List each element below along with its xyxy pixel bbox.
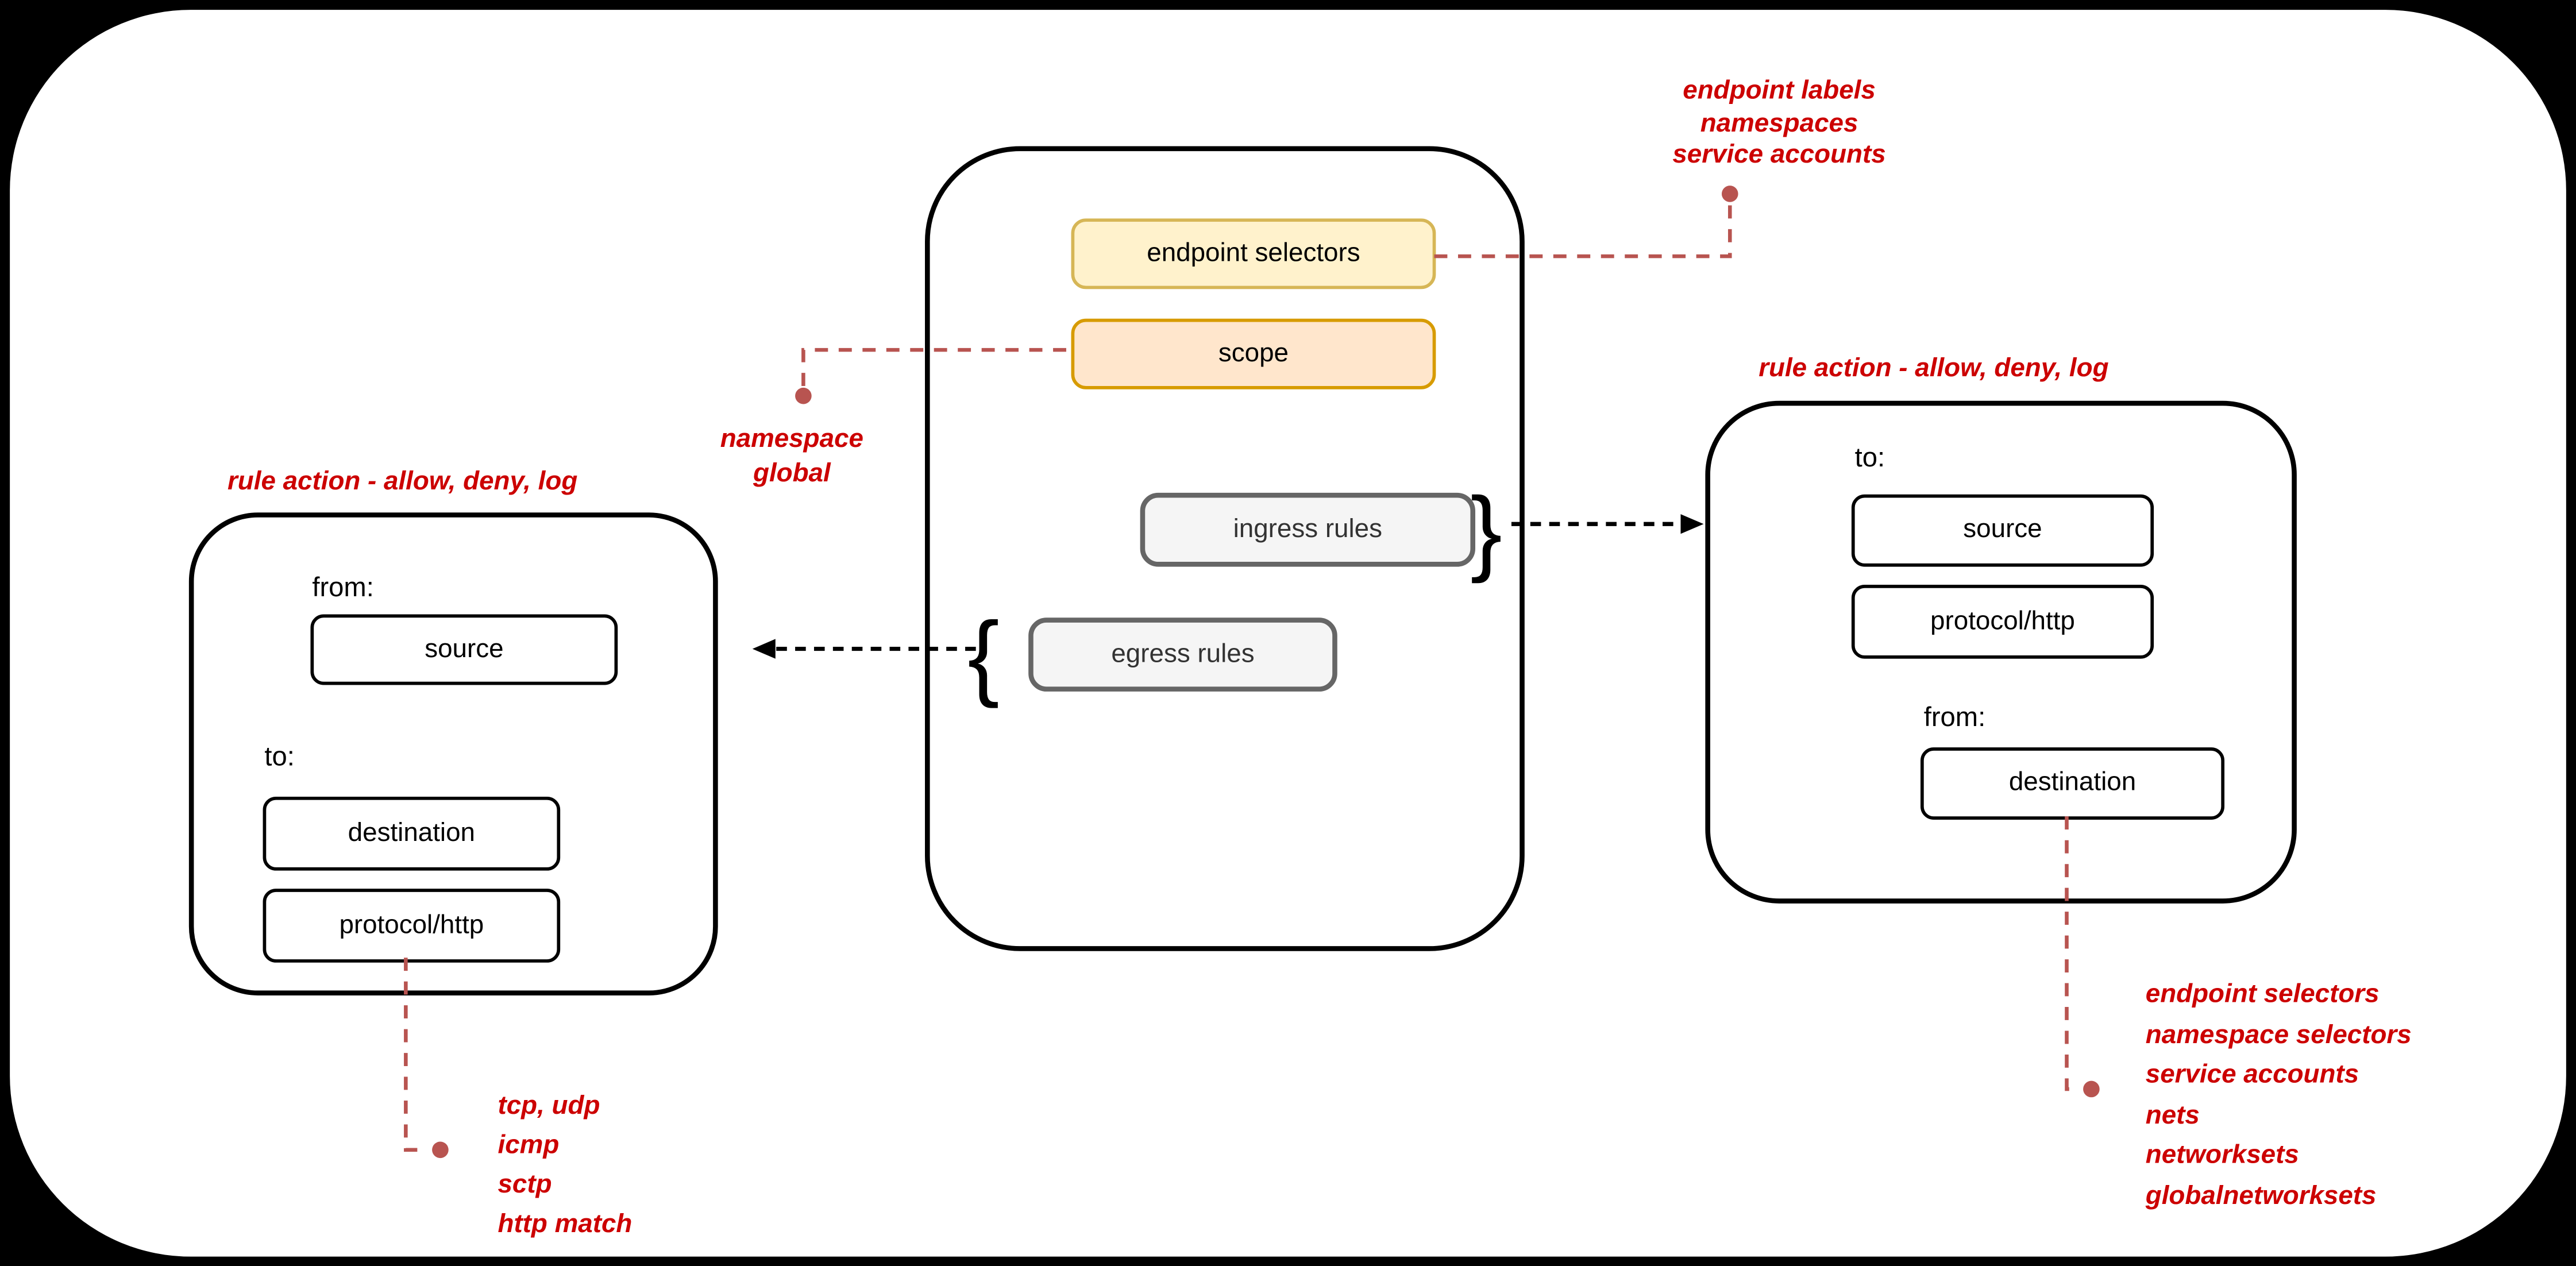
ingress-protocol-box: protocol/http: [1851, 585, 2154, 659]
endpoint-selectors-connector-dot: [1721, 186, 1738, 202]
ingress-source-label: source: [1963, 515, 2042, 544]
scope-connector-dot: [795, 387, 812, 404]
endpoint-selectors-box: endpoint selectors: [1071, 218, 1436, 290]
ingress-destination-label: destination: [2008, 769, 2137, 797]
note-line: global: [753, 459, 831, 487]
ingress-to-label: to:: [1854, 443, 1885, 473]
note-line: namespaces: [1700, 109, 1858, 137]
egress-arrowhead: [752, 639, 776, 659]
ingress-rule-detail-box: to: source protocol/http from: destinati…: [1705, 400, 2297, 904]
egress-to-label: to:: [264, 742, 295, 773]
egress-source-label: source: [425, 635, 504, 663]
note-line: networksets: [2145, 1141, 2299, 1170]
egress-from-label: from:: [312, 573, 374, 603]
note-line: endpoint labels: [1683, 77, 1876, 106]
egress-destination-box: destination: [263, 796, 561, 871]
ingress-close-brace: }: [1470, 478, 1502, 585]
destination-note: endpoint selectors namespace selectors s…: [2146, 976, 2412, 1217]
egress-protocol-label: protocol/http: [339, 910, 484, 939]
note-line: service accounts: [2145, 1061, 2359, 1089]
scope-box: scope: [1071, 318, 1436, 389]
note-line: endpoint selectors: [2145, 981, 2380, 1009]
note-line: service accounts: [1672, 141, 1886, 169]
egress-rules-box: egress rules: [1028, 617, 1337, 692]
egress-protocol-box: protocol/http: [263, 889, 561, 963]
egress-destination-label: destination: [348, 819, 475, 847]
ingress-arrowhead: [1680, 514, 1704, 534]
ingress-protocol-label: protocol/http: [1930, 607, 2075, 635]
ingress-rules-label: ingress rules: [1233, 515, 1382, 543]
endpoint-selectors-note: endpoint labels namespaces service accou…: [1574, 76, 1985, 172]
ingress-from-label: from:: [1923, 703, 1986, 733]
note-line: tcp, udp: [498, 1092, 600, 1121]
note-line: icmp: [498, 1132, 560, 1160]
note-line: nets: [2145, 1101, 2200, 1130]
egress-rule-action-note: rule action - allow, deny, log: [227, 468, 578, 496]
egress-rule-detail-box: from: source to: destination protocol/ht…: [188, 512, 718, 995]
endpoint-selectors-label: endpoint selectors: [1147, 239, 1360, 267]
ingress-rules-box: ingress rules: [1140, 492, 1476, 567]
note-line: namespace: [720, 425, 863, 454]
scope-note: namespace global: [627, 424, 956, 491]
diagram-canvas: endpoint selectors scope ingress rules e…: [10, 10, 2566, 1257]
ingress-destination-box: destination: [1920, 747, 2225, 820]
note-line: sctp: [498, 1171, 552, 1199]
protocol-connector-dot: [432, 1141, 449, 1159]
destination-connector-dot: [2083, 1080, 2100, 1098]
note-line: http match: [498, 1210, 633, 1239]
scope-label: scope: [1218, 339, 1289, 368]
egress-source-box: source: [310, 614, 618, 685]
ingress-rule-action-note: rule action - allow, deny, log: [1759, 354, 2109, 383]
note-line: namespace selectors: [2145, 1021, 2412, 1049]
ingress-source-box: source: [1851, 494, 2154, 567]
note-line: globalnetworksets: [2145, 1182, 2377, 1210]
protocol-note: tcp, udp icmp sctp http match: [498, 1087, 632, 1245]
network-policy-box: endpoint selectors scope ingress rules e…: [925, 146, 1525, 951]
egress-rules-label: egress rules: [1111, 639, 1255, 668]
egress-open-brace: {: [967, 603, 1000, 710]
